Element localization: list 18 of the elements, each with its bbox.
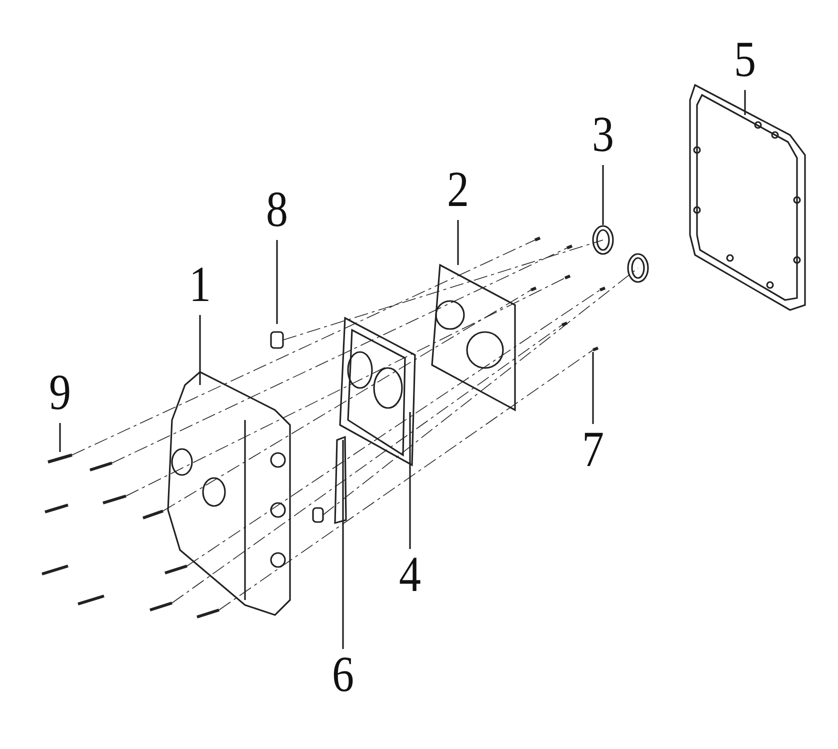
leader-line — [276, 240, 278, 324]
callout-number: 1 — [185, 260, 215, 310]
leader-line — [199, 315, 201, 385]
leader-line — [602, 165, 604, 225]
leader-line — [592, 352, 594, 424]
leader-line — [457, 220, 459, 265]
callout-number: 7 — [578, 424, 608, 476]
callout-number: 4 — [395, 550, 425, 600]
callout-number: 9 — [45, 368, 75, 418]
leader-line — [342, 440, 344, 649]
callout-number: 6 — [328, 650, 358, 700]
leader-line — [59, 423, 61, 452]
callout-number: 3 — [588, 110, 618, 160]
leader-line — [409, 412, 411, 549]
callout-number: 8 — [262, 184, 292, 236]
callout-number: 2 — [443, 164, 473, 216]
leader-line — [744, 90, 746, 115]
callout-number: 5 — [730, 34, 760, 86]
